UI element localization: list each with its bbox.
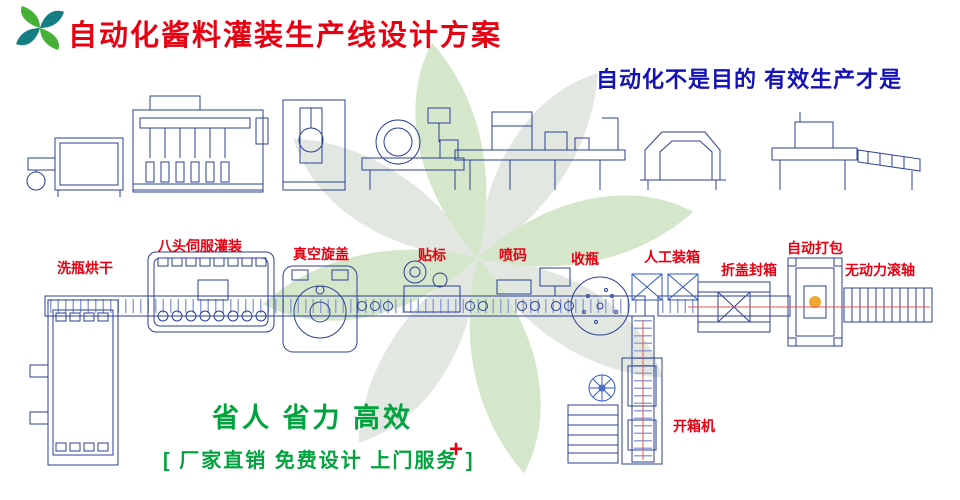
roller-plan-view [843, 287, 933, 323]
fan-icon [588, 374, 616, 402]
machine-label-washer-dryer: 洗瓶烘干 [57, 260, 113, 276]
leaf-swirl-logo-icon [16, 6, 64, 50]
machine-label-manual-packing: 人工装箱 [644, 249, 700, 265]
sealer-side-view [771, 112, 921, 190]
machine-label-inkjet-coder: 喷码 [499, 247, 527, 263]
machine-label-auto-strapper: 自动打包 [787, 240, 843, 256]
flow-center-lines [642, 306, 930, 460]
collector-plan-view [570, 276, 630, 336]
washer-side-view [26, 137, 124, 197]
strapper-plan-view [787, 257, 843, 347]
footer-plus-sign: + [449, 436, 464, 463]
labeler-side-view [361, 107, 465, 190]
filler-plan-view [147, 251, 275, 333]
side-view-line [26, 95, 921, 197]
machine-label-bottle-collector: 收瓶 [571, 251, 599, 267]
machine-label-flap-sealer: 折盖封箱 [721, 262, 777, 278]
filler-side-view [132, 95, 269, 193]
bottles-on-conveyor [357, 301, 574, 311]
machine-label-carton-opener: 开箱机 [673, 418, 715, 434]
footer-text: [ 厂家直销 免费设计 上门服务 ] [163, 450, 475, 472]
machine-label-labeler: 贴标 [418, 247, 446, 263]
tunnel-side-view [640, 131, 726, 190]
capper-plan-view [282, 265, 358, 353]
plan-view-line [29, 251, 933, 466]
capper-side-view [282, 99, 346, 191]
benefit-text: 省人 省力 高效 [212, 403, 414, 433]
main-conveyor-plan [44, 295, 791, 317]
coder-plan-view [496, 267, 571, 296]
machine-label-vacuum-capper: 真空旋盖 [293, 246, 349, 262]
machine-label-gravity-roller: 无动力滚轴 [845, 262, 915, 278]
machine-label-servo-filler: 八头伺服灌装 [158, 238, 242, 254]
conveyor-side-view [454, 111, 626, 190]
labeler-plan-view [403, 260, 461, 313]
page-title: 自动化酱料灌装生产线设计方案 [68, 20, 503, 52]
slogan-text: 自动化不是目的 有效生产才是 [596, 67, 903, 92]
washer-plan-view [29, 299, 119, 466]
carton-opener-plan-view [567, 357, 663, 465]
